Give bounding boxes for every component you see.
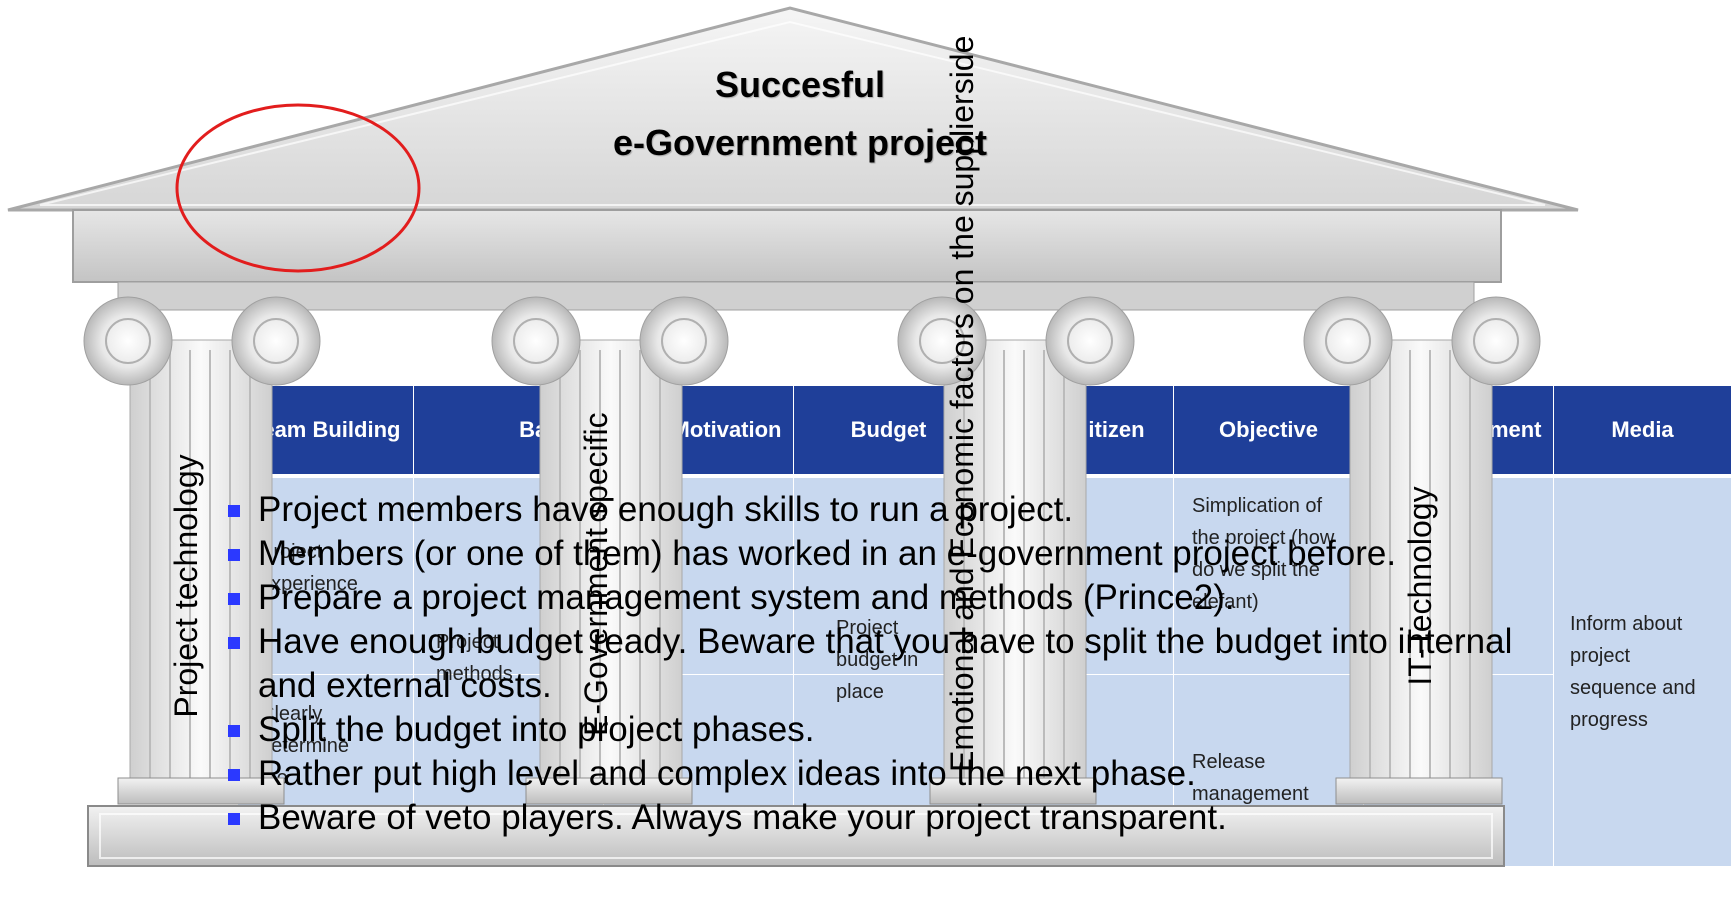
- cell-media: [1554, 478, 1732, 866]
- title-line-1: Succesful: [714, 64, 886, 105]
- cell-objective: [1174, 478, 1364, 866]
- cell-text-objective-1: Simplication of the project (how do we s…: [1192, 495, 1335, 613]
- bullet-item: Split the budget into project phases.: [228, 708, 1558, 752]
- base-platform: [87, 805, 1505, 867]
- cell-text-basis: Project methods: [436, 631, 513, 685]
- bullet-item: Have enough budget ready. Beware that yo…: [228, 620, 1558, 708]
- cell-text-budget: Project budget in place: [836, 617, 919, 703]
- cell-text-team-1: Project experience: [260, 541, 358, 595]
- bullet-item: Members (or one of them) has worked in a…: [228, 532, 1558, 576]
- title-line-2: e-Government project: [612, 122, 988, 163]
- pillar-4: [1303, 296, 1541, 805]
- bullet-item: Project members have enough skills to ru…: [228, 488, 1558, 532]
- bullet-item: Rather put high level and complex ideas …: [228, 752, 1558, 796]
- cell-text-objective-2: Release management: [1192, 751, 1309, 805]
- bullet-item: Prepare a project management system and …: [228, 576, 1558, 620]
- bullet-item: Beware of veto players. Always make your…: [228, 796, 1558, 840]
- col-header-media: Media: [1554, 386, 1732, 474]
- pillar-1: [83, 296, 321, 805]
- col-header-objective: Objective: [1174, 386, 1364, 474]
- highlight-circle: [175, 103, 421, 273]
- cell-text-media: Inform about project sequence and progre…: [1570, 613, 1696, 731]
- pillar-3: [897, 296, 1135, 805]
- bullet-list: Project members have enough skills to ru…: [228, 488, 1558, 840]
- pillar-2: [491, 296, 729, 805]
